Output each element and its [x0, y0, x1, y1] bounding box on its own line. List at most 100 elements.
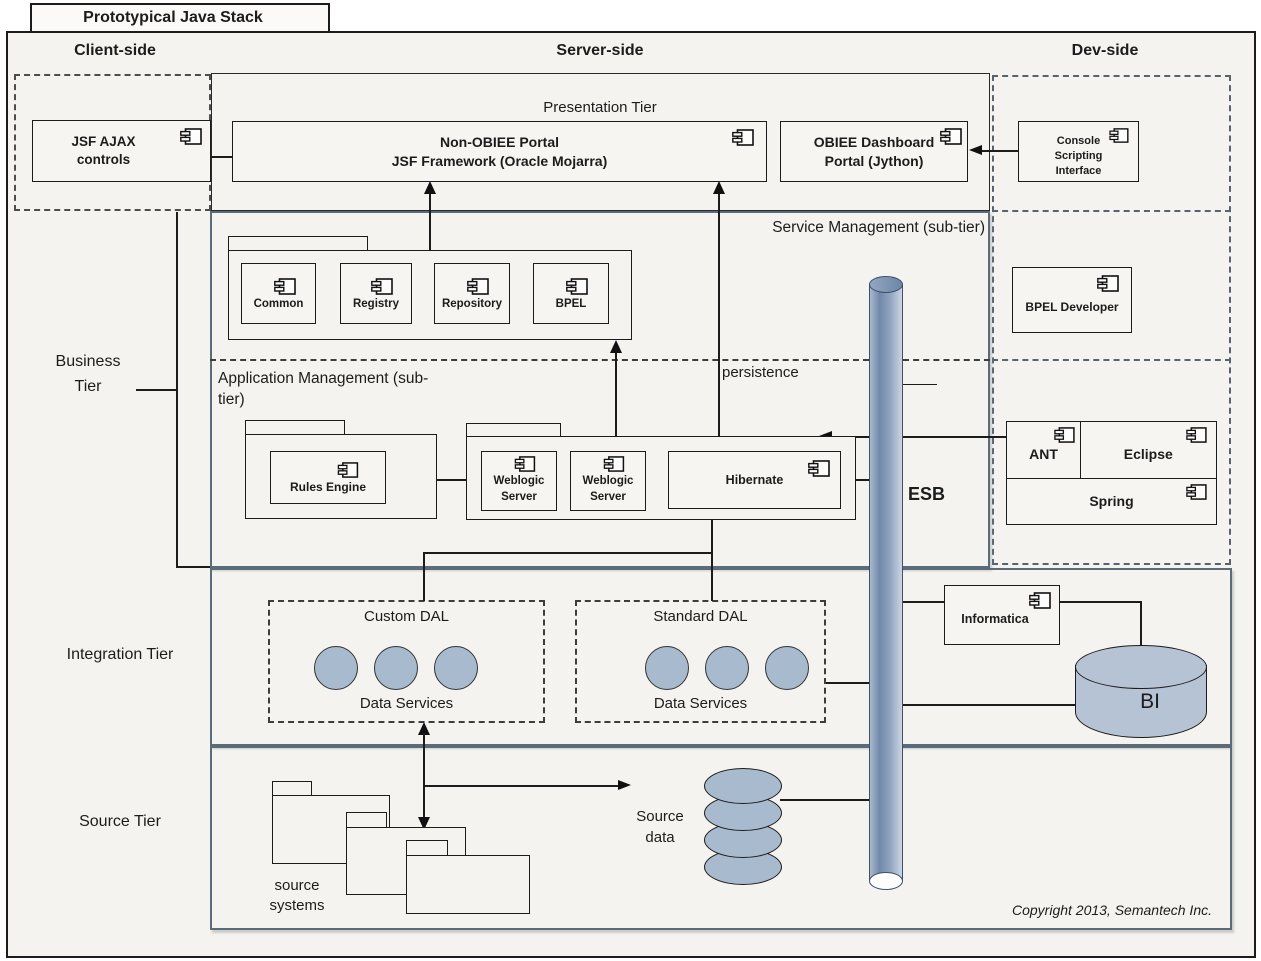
component-obiee-dashboard: OBIEE Dashboard Portal (Jython)	[780, 121, 968, 182]
component-icon	[1097, 275, 1119, 292]
business-tier-box	[210, 211, 990, 568]
standard-dal-label: Standard DAL	[653, 608, 748, 625]
component-icon	[732, 129, 754, 146]
obiee-label: OBIEE Dashboard Portal (Jython)	[813, 133, 935, 169]
source-branch-connector	[424, 785, 618, 787]
informatica-bi-connector-v	[1140, 601, 1142, 651]
weblogic2-label: Weblogic Server	[582, 475, 634, 503]
spring-label: Spring	[1089, 493, 1134, 510]
hibernate-portal-connector	[718, 192, 720, 452]
custom-dal-label: Custom DAL	[363, 608, 450, 625]
component-bpel-developer: BPEL Developer	[1012, 267, 1132, 333]
component-non-obiee-portal: Non-OBIEE Portal JSF Framework (Oracle M…	[232, 121, 767, 182]
component-console-scripting: Console Scripting Interface	[1018, 121, 1139, 182]
bi-label: BI	[1140, 690, 1160, 713]
copyright-text: Copyright 2013, Semantech Inc.	[1011, 902, 1212, 918]
sourcedata-esb-connector	[780, 799, 870, 801]
persistence-dashed-line-right	[903, 359, 990, 361]
source-data-disk	[704, 768, 782, 804]
bi-database-top	[1075, 645, 1207, 689]
hibernate-esb-connector	[841, 479, 871, 481]
business-label-connector	[136, 389, 177, 391]
component-informatica: Informatica	[944, 585, 1060, 645]
component-icon	[467, 277, 489, 295]
dev-dashed-divider-2	[992, 359, 1231, 361]
stddal-esb-connector	[826, 682, 871, 684]
registry-label: Registry	[352, 297, 400, 310]
presentation-tier-box	[211, 73, 990, 211]
ant-label: ANT	[1029, 446, 1058, 462]
arrow-up-servicepkg	[610, 340, 622, 353]
component-rules-engine: Rules Engine	[270, 451, 386, 504]
source-systems-label: source systems	[269, 877, 325, 915]
component-eclipse: Eclipse	[1079, 421, 1217, 479]
standard-dal-data-services-label: Data Services	[653, 695, 748, 712]
non-obiee-line2: JSF Framework (Oracle Mojarra)	[391, 152, 608, 169]
weblogic1-label: Weblogic Server	[493, 475, 545, 503]
component-icon	[566, 277, 588, 295]
arrow-up-portal-right	[713, 181, 725, 194]
data-service-circle	[645, 646, 689, 690]
component-jsf-ajax-controls: JSF AJAX controls	[32, 120, 211, 182]
non-obiee-line1: Non-OBIEE Portal	[439, 133, 559, 150]
component-icon	[1029, 592, 1051, 609]
arrow-left-obiee	[969, 145, 982, 155]
ant-weblogicpkg-connector	[832, 436, 1006, 438]
service-mgmt-label: Service Management (sub-tier)	[772, 219, 985, 236]
app-mgmt-label: Application Management (sub-tier)	[218, 370, 429, 408]
component-icon	[1109, 128, 1129, 143]
arrow-up-customdal	[418, 722, 430, 735]
rules-weblogic-connector	[437, 479, 466, 481]
jsf-ajax-label: JSF AJAX controls	[71, 133, 136, 167]
bpel-label: BPEL	[555, 297, 587, 310]
component-icon	[337, 461, 359, 478]
component-icon	[603, 456, 625, 473]
component-repository: Repository	[434, 263, 510, 324]
presentation-tier-label: Presentation Tier	[543, 99, 657, 116]
data-service-circle	[434, 646, 478, 690]
eclipse-label: Eclipse	[1123, 446, 1173, 462]
bpel-developer-label: BPEL Developer	[1025, 300, 1119, 314]
jsf-portal-connector	[174, 156, 248, 158]
dev-dashed-divider-1	[992, 210, 1231, 212]
client-connector-horizontal	[176, 566, 210, 568]
component-weblogic-server-2: Weblogic Server	[570, 451, 646, 511]
esb-pipe-top-cap	[869, 276, 903, 293]
data-service-circle	[314, 646, 358, 690]
console-label: Console Scripting Interface	[1054, 135, 1103, 177]
integration-tier-box	[210, 568, 1232, 746]
arrow-down-sourcesystems	[418, 817, 430, 830]
integration-tier-label: Integration Tier	[66, 646, 174, 663]
diagram-title: Prototypical Java Stack	[83, 9, 263, 26]
source-tier-label: Source Tier	[79, 813, 161, 830]
informatica-label: Informatica	[961, 612, 1029, 626]
component-icon	[1186, 427, 1207, 443]
component-icon	[514, 456, 536, 473]
source-data-label: Source data	[636, 808, 684, 846]
component-icon	[1054, 427, 1075, 443]
custom-dal-data-services-label: Data Services	[359, 695, 454, 712]
esb-label: ESB	[908, 484, 946, 504]
repository-label: Repository	[441, 297, 503, 310]
diagram-title-tab: Prototypical Java Stack	[30, 3, 330, 33]
source-tier-box	[210, 746, 1232, 930]
hibernate-label: Hibernate	[725, 473, 784, 487]
data-service-circle	[705, 646, 749, 690]
component-icon	[940, 128, 962, 145]
business-tier-label: Business Tier	[55, 353, 121, 395]
dal-source-connector	[423, 733, 425, 819]
component-registry: Registry	[340, 263, 412, 324]
data-service-circle	[765, 646, 809, 690]
persistence-label: persistence	[722, 364, 799, 381]
custom-dal-dashed-box	[268, 600, 545, 723]
component-common: Common	[241, 263, 316, 324]
arrow-up-portal-left	[424, 181, 436, 194]
servicepkg-portal-connector	[429, 192, 431, 250]
component-icon	[273, 277, 296, 295]
rules-engine-label: Rules Engine	[289, 479, 366, 494]
component-hibernate: Hibernate	[668, 451, 841, 509]
component-icon	[180, 128, 202, 145]
column-header-server: Server-side	[556, 42, 644, 59]
console-obiee-connector	[978, 150, 1018, 152]
